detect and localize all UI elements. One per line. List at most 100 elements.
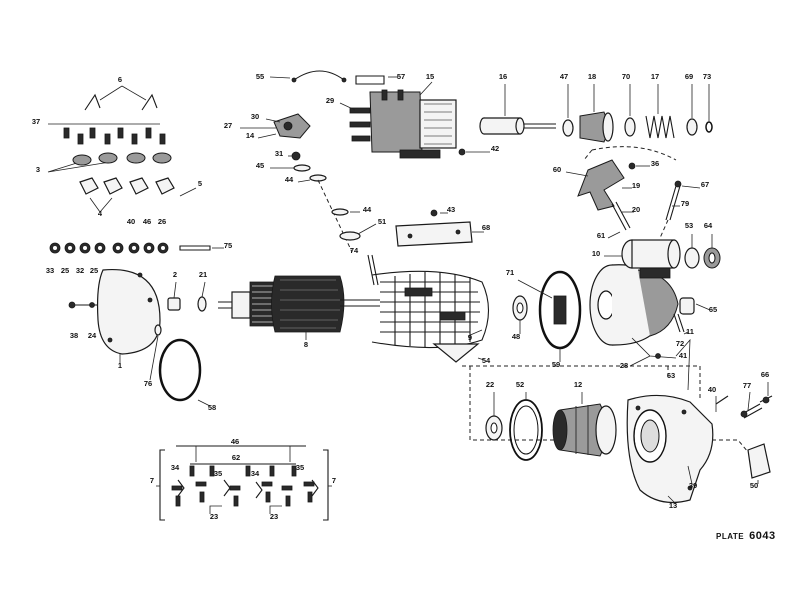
callout-c47: 47 <box>560 72 568 81</box>
screws-row <box>48 123 166 145</box>
brush-set-bracket <box>156 445 332 521</box>
callout-c7a: 7 <box>150 476 154 485</box>
starter-drive <box>552 392 617 457</box>
callout-c60: 60 <box>553 165 561 174</box>
callout-c22: 22 <box>486 380 494 389</box>
bushing <box>167 281 181 311</box>
callout-c27: 27 <box>224 121 232 130</box>
callout-c19: 19 <box>632 181 640 190</box>
brush-springs-group <box>84 85 158 111</box>
solenoid-screw <box>458 148 490 156</box>
o-ring <box>158 338 211 407</box>
nose-screws <box>712 382 773 453</box>
spring-washer <box>686 84 698 136</box>
housing-pin <box>673 313 689 335</box>
nose-housing <box>626 394 714 505</box>
callout-c14: 14 <box>246 131 255 140</box>
callout-c23a: 23 <box>210 512 218 521</box>
end-plate <box>68 268 161 364</box>
shift-rod <box>317 179 377 253</box>
callout-c61: 61 <box>597 231 605 240</box>
lower-gasket-52 <box>509 392 543 461</box>
center-washer <box>512 295 528 334</box>
callout-c13: 13 <box>669 501 677 510</box>
callout-c30: 30 <box>251 112 259 121</box>
housing-screws <box>629 337 691 391</box>
fork-pin <box>607 201 634 239</box>
callout-c50: 50 <box>750 481 758 490</box>
callout-c55: 55 <box>256 72 264 81</box>
callout-c44a: 44 <box>285 175 294 184</box>
plunger-ring <box>562 84 574 137</box>
callout-c8: 8 <box>304 340 308 349</box>
callout-c9: 9 <box>468 333 472 342</box>
adjusting-screw <box>659 180 701 239</box>
callout-c64: 64 <box>704 221 713 230</box>
callout-c39: 39 <box>689 481 697 490</box>
callout-c24: 24 <box>88 331 97 340</box>
callout-c53: 53 <box>685 221 693 230</box>
callout-c6: 6 <box>118 75 122 84</box>
callout-c38: 38 <box>70 331 78 340</box>
callout-c12: 12 <box>574 380 582 389</box>
callout-c54: 54 <box>482 356 491 365</box>
callout-c70: 70 <box>622 72 630 81</box>
washers-left <box>49 242 224 254</box>
callout-c25a: 25 <box>61 266 69 275</box>
callout-c1: 1 <box>118 361 122 370</box>
callout-c41: 41 <box>679 351 687 360</box>
callout-c15: 15 <box>426 72 434 81</box>
brush-set-parts <box>171 465 319 514</box>
housing-bushing-64 <box>703 234 721 269</box>
callout-c68: 68 <box>482 223 490 232</box>
support-bracket <box>395 209 484 247</box>
callout-c74: 74 <box>350 246 359 255</box>
callout-c75: 75 <box>224 241 232 250</box>
housing-plug <box>679 297 711 315</box>
callout-c34a: 34 <box>171 463 180 472</box>
callout-c11: 11 <box>686 327 694 336</box>
callout-c25b: 25 <box>90 266 98 275</box>
seal-ring <box>517 270 582 362</box>
callout-c45: 45 <box>256 161 264 170</box>
callout-c16: 16 <box>499 72 507 81</box>
callout-c35b: 35 <box>296 463 304 472</box>
pivot-nut <box>288 151 301 161</box>
callout-c43: 43 <box>447 205 455 214</box>
nose-plug <box>747 443 771 484</box>
callout-c63: 63 <box>667 371 675 380</box>
pin <box>367 254 379 286</box>
snap-ring <box>705 84 713 133</box>
callout-c3: 3 <box>36 165 40 174</box>
callout-c69: 69 <box>685 72 693 81</box>
callout-c46b: 46 <box>231 437 239 446</box>
callout-c28: 28 <box>620 361 628 370</box>
callout-c73: 73 <box>703 72 711 81</box>
callout-c4: 4 <box>98 209 103 218</box>
drive-dashed-path <box>462 365 701 441</box>
solenoid-cable <box>269 70 347 83</box>
solenoid <box>339 81 457 159</box>
callout-c66: 66 <box>761 370 769 379</box>
callout-c20: 20 <box>632 205 640 214</box>
callout-c65: 65 <box>709 305 717 314</box>
boot-washer <box>624 84 636 137</box>
plate-word: PLATE <box>716 532 745 541</box>
callout-c35a: 35 <box>214 469 222 478</box>
callout-c7b: 7 <box>332 476 336 485</box>
callout-c62: 62 <box>232 453 240 462</box>
plunger <box>479 84 556 135</box>
callout-c17: 17 <box>651 72 659 81</box>
brush-holders-row <box>79 177 197 213</box>
callout-c52: 52 <box>516 380 524 389</box>
plate-label: PLATE 6043 <box>716 526 776 544</box>
callout-c46: 46 <box>143 217 151 226</box>
callout-c51: 51 <box>378 217 386 226</box>
shift-fork <box>565 146 677 211</box>
callout-c33: 33 <box>46 266 54 275</box>
insulator-triangle <box>432 343 485 363</box>
callout-c71: 71 <box>506 268 514 277</box>
callout-c23b: 23 <box>270 512 278 521</box>
